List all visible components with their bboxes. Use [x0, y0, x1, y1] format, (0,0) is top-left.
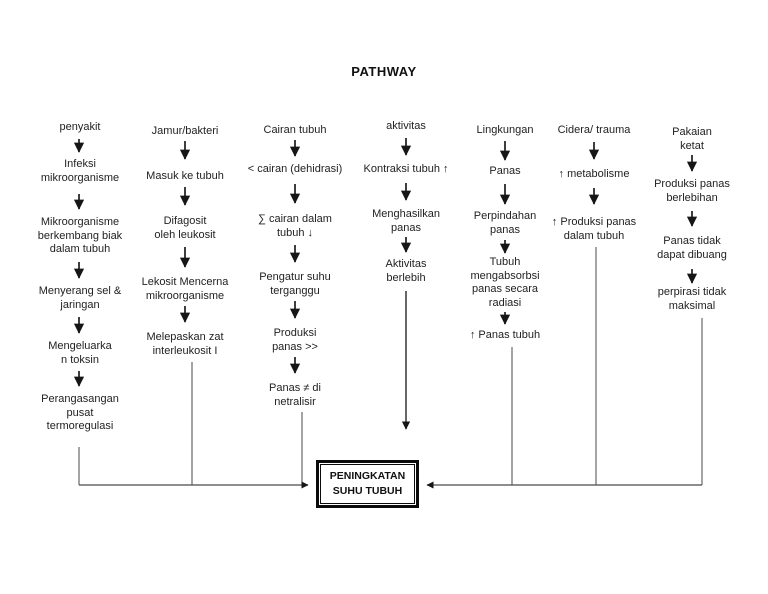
node-pengatur-suhu-terganggu: Pengatur suhu terganggu [259, 271, 331, 297]
node-jumlah-cairan-turun: ∑ cairan dalam tubuh ↓ [258, 213, 332, 239]
tail-lines [78, 247, 703, 485]
node-metabolisme-naik: ↑ metabolisme [558, 168, 630, 180]
node-cairan-tubuh: Cairan tubuh [263, 124, 327, 136]
outcome-box: PENINGKATAN SUHU TUBUH [316, 460, 419, 508]
node-absorbsi-radiasi: Tubuh mengabsorbsi panas secara radiasi [470, 256, 540, 309]
node-melepaskan-interleukosit: Melepaskan zat interleukosit I [146, 331, 224, 357]
node-produksi-panas-dalam-tubuh: ↑ Produksi panas dalam tubuh [551, 216, 637, 242]
node-panas-tubuh-naik: ↑ Panas tubuh [469, 329, 541, 341]
node-dehidrasi: < cairan (dehidrasi) [247, 163, 343, 175]
node-perpindahan-panas: Perpindahan panas [473, 210, 537, 236]
node-mengeluarkan-toksin: Mengeluarka n toksin [48, 340, 112, 366]
node-produksi-panas-tinggi: Produksi panas >> [272, 327, 318, 353]
node-panas: Panas [489, 165, 521, 177]
node-cidera-trauma: Cidera/ trauma [557, 124, 631, 136]
node-produksi-panas-berlebihan: Produksi panas berlebihan [654, 178, 730, 204]
node-perangsangan-termoregulasi: Perangasangan pusat termoregulasi [41, 393, 119, 432]
node-menghasilkan-panas: Menghasilkan panas [372, 208, 440, 234]
node-jamur-bakteri: Jamur/bakteri [151, 125, 219, 137]
node-difagosit: Difagosit oleh leukosit [154, 215, 216, 241]
node-aktivitas-berlebih: Aktivitas berlebih [385, 258, 427, 284]
node-lekosit-mencerna: Lekosit Mencerna mikroorganisme [141, 276, 229, 302]
outcome-label: PENINGKATAN SUHU TUBUH [320, 464, 415, 504]
node-masuk-ke-tubuh: Masuk ke tubuh [146, 170, 224, 182]
node-menyerang-sel: Menyerang sel & jaringan [38, 285, 122, 311]
node-mikroorganisme-berkembang: Mikroorganisme berkembang biak dalam tub… [37, 216, 123, 255]
page-title: PATHWAY [351, 64, 417, 79]
node-panas-tidak-dinetralisir: Panas ≠ di netralisir [269, 382, 321, 408]
node-infeksi-mikroorganisme: Infeksi mikroorganisme [40, 158, 120, 184]
node-aktivitas: aktivitas [386, 120, 426, 132]
node-pakaian-ketat: Pakaian ketat [672, 126, 712, 152]
node-lingkungan: Lingkungan [476, 124, 534, 136]
node-panas-tidak-dibuang: Panas tidak dapat dibuang [657, 235, 727, 261]
node-perpirasi-tidak-maksimal: perpirasi tidak maksimal [657, 286, 727, 312]
node-penyakit: penyakit [59, 121, 101, 133]
node-kontraksi-tubuh: Kontraksi tubuh ↑ [363, 163, 449, 175]
